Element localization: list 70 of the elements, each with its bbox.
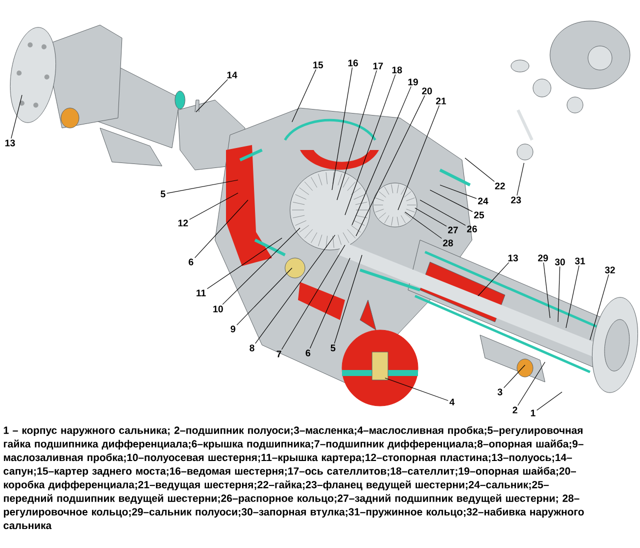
leader-line [464,158,495,182]
callout-number: 26 [467,226,477,232]
callout-number: 13 [508,254,518,262]
leader-line [566,265,580,328]
callout-number: 7 [276,350,282,358]
callout-number: 16 [348,60,358,66]
leader-line [336,70,377,200]
callout-number: 32 [604,266,615,274]
leader-line [504,364,526,388]
callout-number: 5 [160,190,166,198]
leader-line [404,212,442,239]
leader-line [10,94,22,139]
leader-line [356,95,426,236]
callout-number: 6 [188,258,194,266]
callout-number: 29 [538,254,548,262]
leader-line [590,274,609,340]
callout-number: 30 [554,258,565,266]
leader-line [292,69,316,122]
callout-number: 17 [373,62,383,70]
leader-line [194,200,248,258]
callout-number: 23 [511,196,521,204]
leader-line [384,378,448,401]
callout-number: 14 [227,72,238,78]
leader-line [430,190,473,212]
callout-number: 13 [5,140,15,146]
leader-line [206,238,282,290]
leader-line [398,105,440,210]
callout-number: 27 [448,226,458,234]
callout-number: 22 [495,182,505,190]
callout-number: 4 [450,398,455,406]
leader-line [222,228,300,305]
callout-number: 19 [408,78,418,86]
callout-number: 24 [478,198,488,204]
leader-line [332,67,353,190]
leader-line [334,254,362,344]
leader-line [440,184,477,199]
callout-number: 31 [574,258,586,264]
leader-line [414,208,447,227]
leader-line [236,268,292,326]
leader-line [543,262,550,318]
callout-number: 2 [512,406,518,414]
callout-number: 6 [306,350,310,356]
callout-number: 21 [436,98,446,104]
leader-line [166,180,238,194]
callout-number: 10 [213,306,223,312]
leader-line [189,192,238,220]
leader-line [344,74,396,216]
callout-number: 9 [230,326,236,332]
leader-line [352,86,412,226]
leader-line [196,79,228,112]
leader-line [558,266,560,322]
callout-number: 12 [178,220,188,226]
callout-number: 1 [530,410,536,416]
caption-text: 1 – корпус наружного сальника; 2–подшипник полуоси;3–масленка;4–маслосливная пробка;5–регулировочная гайка подшипника дифференциала;6–крышка подшипника;7–подшипник дифференциала;8–опорная шайба;9–маслозаливная пробка;10–полуосевая шестерня;11–крышка картера;12–стопорная пластина;13–полуось;14–сапун;15–картер заднего моста;16–ведомая шестерня;17–ось сателлитов;18–сателлит;19–опорная шайба;20–коробка дифференциала;21–ведущая шестерня;22–гайка;23–фланец ведущей шестерни;24–сальник;25–передний подшипник ведущей шестерни;26–распорное кольцо;27–задний подшипник ведущей шестерни; 28–регулировочное кольцо;29–сальник полуоси;30–запорная втулка;31–пружинное кольцо;32–набивка наружного сальника [4,426,584,530]
leader-line [536,392,562,410]
callout-number: 5 [330,344,336,352]
leader-line [281,244,346,350]
leader-line [420,200,466,226]
callout-number: 18 [392,66,402,74]
callout-number: 11 [196,290,206,296]
callout-number: 8 [250,344,254,352]
leader-line [310,258,350,349]
callout-number: 28 [443,240,453,246]
callout-number: 15 [313,62,324,68]
leader-line [518,362,546,406]
callout-number: 20 [422,88,432,94]
callout-number: 3 [498,388,502,396]
leader-line [478,262,510,296]
leader-line [516,162,524,196]
callout-number: 25 [474,212,484,218]
